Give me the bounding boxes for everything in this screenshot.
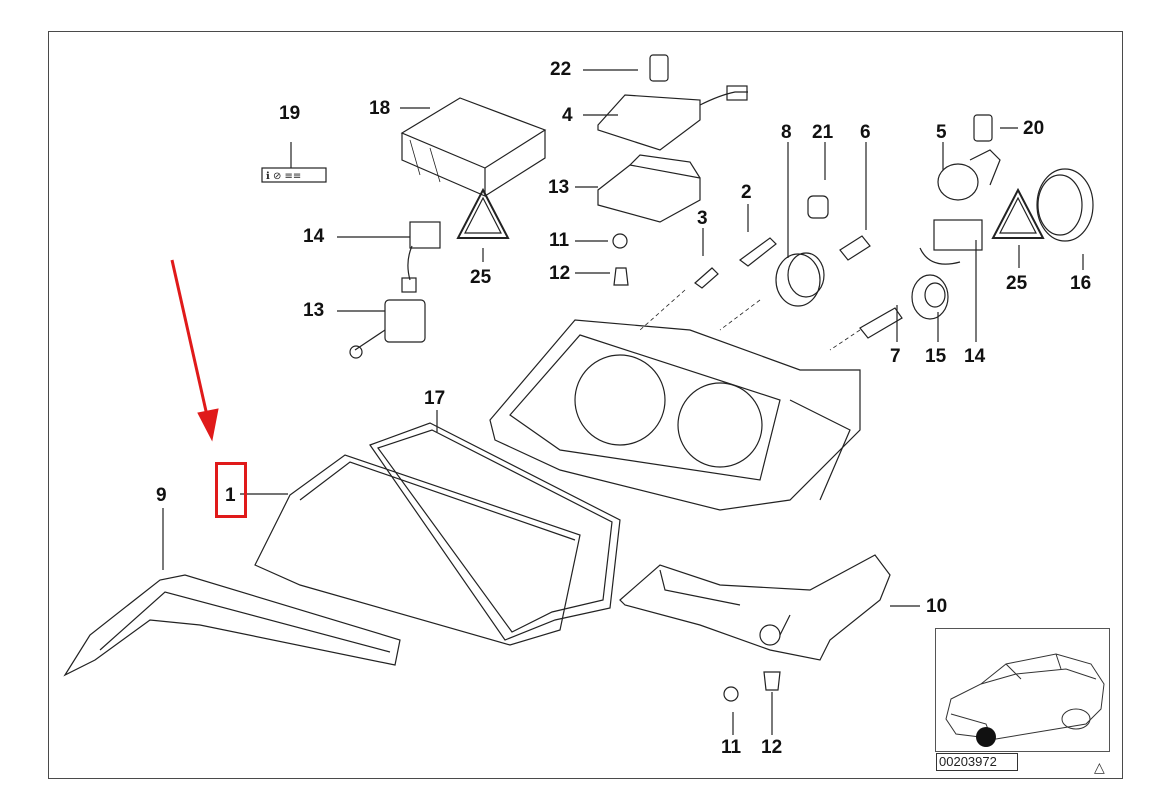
- callout-12[interactable]: 12: [549, 263, 571, 284]
- vehicle-locator-thumbnail: [935, 628, 1110, 752]
- callout-3[interactable]: 3: [697, 208, 708, 229]
- callout-19[interactable]: 17: [424, 388, 446, 409]
- callout-17[interactable]: 15: [925, 346, 947, 367]
- callout-5[interactable]: 5: [936, 122, 947, 143]
- callout-15[interactable]: 13: [548, 177, 570, 198]
- callout-20[interactable]: 18: [369, 98, 391, 119]
- triangle-icon: △: [1094, 759, 1105, 775]
- callout-23[interactable]: 21: [812, 122, 834, 143]
- callout-4[interactable]: 4: [562, 105, 573, 126]
- callout-10[interactable]: 10: [926, 596, 948, 617]
- diagram-code: 00203972: [936, 753, 1018, 771]
- callout-2[interactable]: 2: [741, 182, 752, 203]
- callout-14[interactable]: 14: [303, 226, 325, 247]
- box-side: [484, 130, 546, 197]
- callout-25[interactable]: 25: [1006, 273, 1028, 294]
- callout-12[interactable]: 12: [761, 737, 783, 758]
- callout-18[interactable]: 16: [1070, 273, 1092, 294]
- callout-24[interactable]: 22: [550, 59, 572, 80]
- callout-13[interactable]: 13: [303, 300, 325, 321]
- callout-7[interactable]: 7: [890, 346, 901, 367]
- car-outline-icon: [945, 653, 1105, 747]
- callout-21[interactable]: 19: [279, 103, 301, 124]
- callout-25[interactable]: 25: [470, 267, 492, 288]
- callout-6[interactable]: 6: [860, 122, 871, 143]
- callout-11[interactable]: 11: [721, 737, 742, 758]
- callout-9[interactable]: 9: [156, 485, 167, 506]
- svg-text:ℹ ⊘ ≡≡: ℹ ⊘ ≡≡: [266, 171, 301, 182]
- diagram-frame: [48, 31, 1123, 779]
- callout-11[interactable]: 11: [549, 230, 570, 251]
- callout-1[interactable]: 1: [225, 485, 236, 506]
- callout-22[interactable]: 20: [1023, 118, 1045, 139]
- highlight-arrow: [170, 259, 219, 442]
- highlight-box-part-1: [215, 462, 247, 518]
- box-front: [401, 133, 486, 197]
- callout-16[interactable]: 14: [964, 346, 986, 367]
- callout-8[interactable]: 8: [781, 122, 792, 143]
